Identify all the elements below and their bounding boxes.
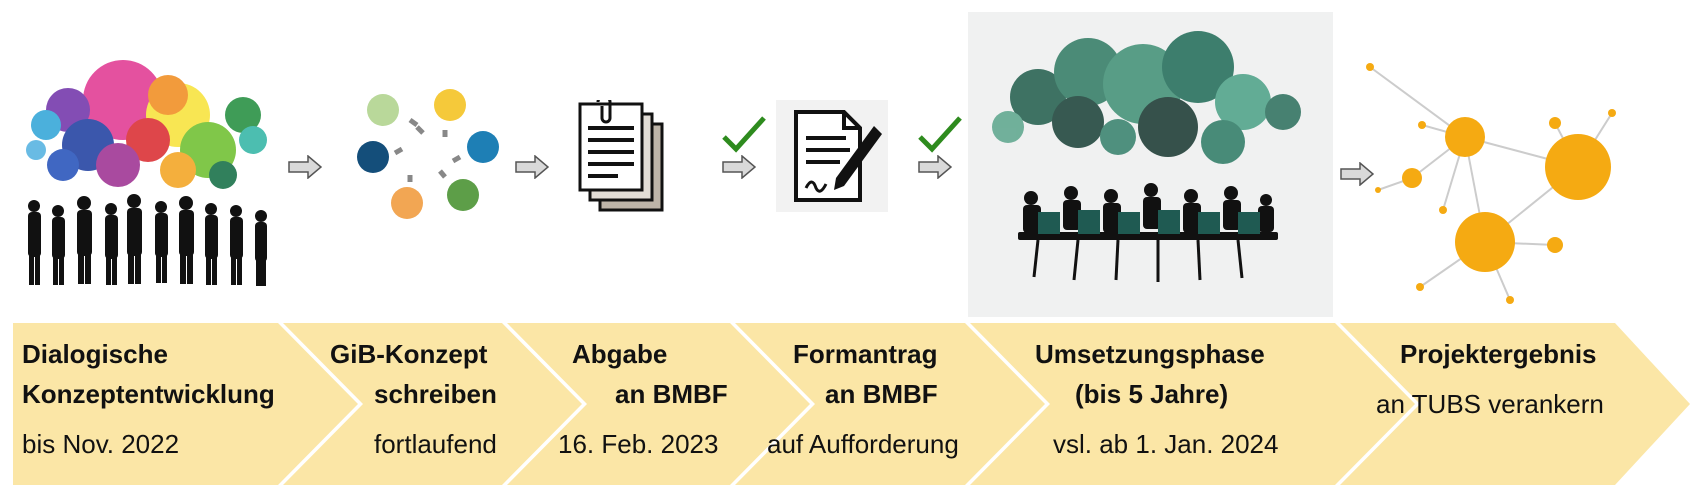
step-4-title-line-1: Formantrag	[793, 339, 938, 369]
step-3-subtitle: 16. Feb. 2023	[558, 429, 719, 459]
checkmark-icon	[918, 116, 962, 153]
step-3-title-line-2: an BMBF	[615, 379, 728, 409]
documents-icon	[578, 100, 664, 212]
step-6-label: Projektergebnis an TUBS verankern	[1376, 334, 1604, 420]
checkmark-icon	[722, 116, 766, 153]
arrow-right-icon	[515, 155, 549, 179]
arrow-right-icon	[918, 155, 952, 179]
step-5-subtitle: vsl. ab 1. Jan. 2024	[1053, 429, 1279, 459]
people-speech-bubbles-icon	[26, 60, 267, 286]
step-2-subtitle: fortlaufend	[374, 429, 497, 459]
arrow-right-icon	[1340, 162, 1374, 186]
lightbulb-cycle-icon	[357, 89, 499, 219]
step-5-title-line-1: Umsetzungsphase	[1035, 339, 1265, 369]
chevron-step-1	[13, 323, 358, 485]
step-6-subtitle: an TUBS verankern	[1376, 389, 1604, 419]
step-4-title-line-2: an BMBF	[825, 379, 938, 409]
chevron-step-3	[507, 323, 810, 485]
arrow-right-icon	[722, 155, 756, 179]
step-5-label: Umsetzungsphase (bis 5 Jahre) vsl. ab 1.…	[1035, 334, 1278, 460]
step-2-label: GiB-Konzept schreiben fortlaufend	[330, 334, 497, 460]
signature-form-icon	[776, 100, 888, 212]
step-1-label: Dialogische Konzeptentwicklung bis Nov. …	[22, 334, 275, 460]
step-2-title-line-2: schreiben	[374, 379, 497, 409]
step-4-subtitle: auf Aufforderung	[767, 429, 959, 459]
step-3-title-line-1: Abgabe	[572, 339, 668, 369]
step-6-title-line-1: Projektergebnis	[1400, 339, 1597, 369]
chevron-step-5	[970, 323, 1415, 485]
step-4-label: Formantrag an BMBF auf Aufforderung	[767, 334, 959, 460]
step-3-label: Abgabe an BMBF 16. Feb. 2023	[558, 334, 728, 460]
chevron-step-4	[735, 323, 1045, 485]
chevron-step-6	[1340, 323, 1690, 485]
step-5-title-line-2: (bis 5 Jahre)	[1075, 379, 1229, 409]
step-1-title-line-1: Dialogische	[22, 339, 168, 369]
meeting-silhouette-icon	[968, 12, 1333, 317]
step-2-title-line-1: GiB-Konzept	[330, 339, 488, 369]
chevron-step-2	[283, 323, 582, 485]
step-1-subtitle: bis Nov. 2022	[22, 429, 180, 459]
network-nodes-icon	[1366, 63, 1616, 304]
step-1-title-line-2: Konzeptentwicklung	[22, 379, 275, 409]
arrow-right-icon	[288, 155, 322, 179]
